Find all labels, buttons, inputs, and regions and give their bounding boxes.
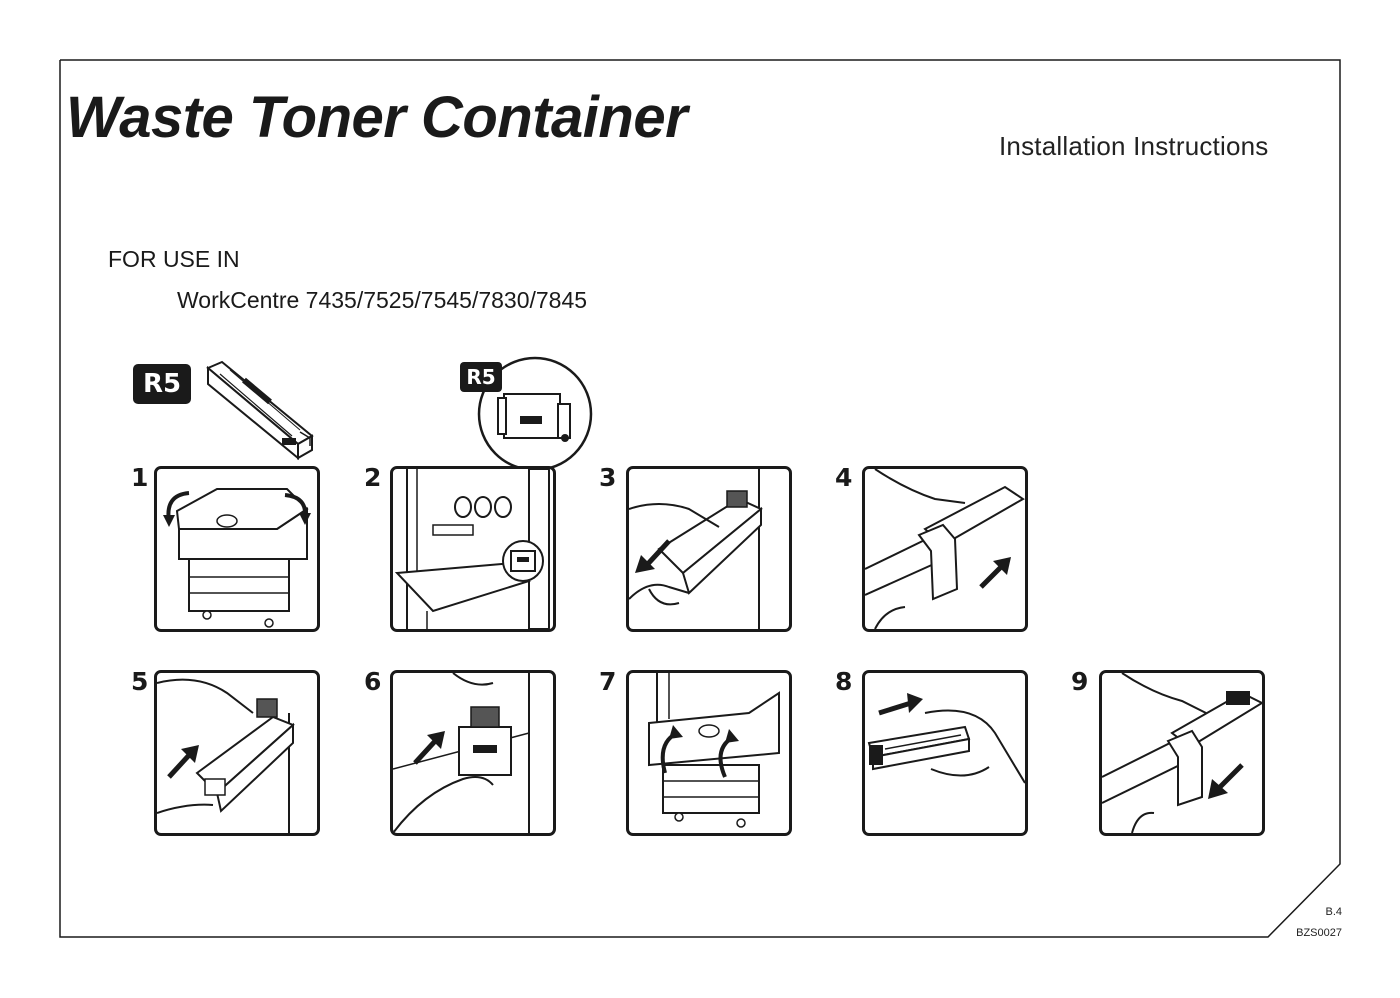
step-number: 4 — [835, 463, 853, 492]
revision-code: B.4 — [1325, 906, 1342, 918]
step-number: 7 — [599, 667, 617, 696]
step-5-illustration — [154, 670, 320, 836]
step-number: 3 — [599, 463, 617, 492]
page-title: Waste Toner Container — [66, 85, 688, 150]
step-7-illustration — [626, 670, 792, 836]
for-use-label: FOR USE IN — [108, 246, 240, 272]
step-1-illustration — [154, 466, 320, 632]
step-number: 5 — [131, 667, 149, 696]
step-number: 1 — [131, 463, 149, 492]
step-6-illustration — [390, 670, 556, 836]
step-2-illustration — [390, 466, 556, 632]
step-9-illustration — [1099, 670, 1265, 836]
waste-toner-container-illustration — [206, 360, 314, 461]
step-number: 9 — [1071, 667, 1089, 696]
page-subtitle: Installation Instructions — [999, 131, 1269, 161]
part-badge: R5 — [133, 364, 191, 404]
step-number: 8 — [835, 667, 853, 696]
step-number: 6 — [364, 667, 382, 696]
document-code: BZS0027 — [1296, 927, 1342, 939]
detail-badge: R5 — [460, 362, 502, 392]
step-4-illustration — [862, 466, 1028, 632]
step-3-illustration — [626, 466, 792, 632]
step-number: 2 — [364, 463, 382, 492]
step-8-illustration — [862, 670, 1028, 836]
compatible-models: WorkCentre 7435/7525/7545/7830/7845 — [177, 287, 588, 313]
